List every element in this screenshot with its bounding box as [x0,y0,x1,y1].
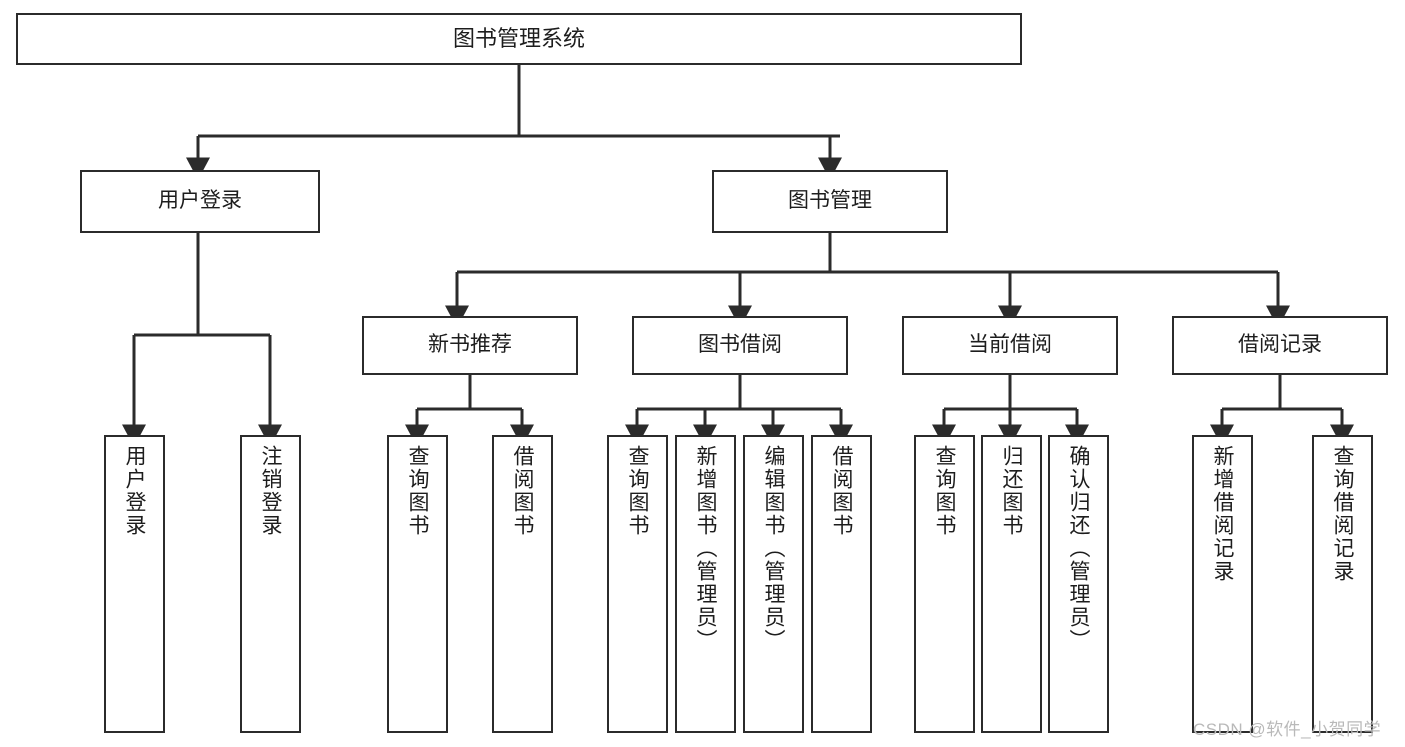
leaf-current-borrow-query-label: 查询图书 [933,445,956,537]
leaf-current-borrow-return[interactable]: 归还图书 [981,435,1042,733]
node-root-system-label: 图书管理系统 [452,26,585,52]
leaf-book-borrow-edit-label: 编辑图书（管理员） [762,445,785,652]
leaf-book-borrow-query-label: 查询图书 [626,445,649,537]
node-book-management-label: 图书管理 [788,189,872,213]
node-book-management[interactable]: 图书管理 [712,170,948,233]
leaf-new-books-query[interactable]: 查询图书 [387,435,448,733]
leaf-borrow-records-query-label: 查询借阅记录 [1331,445,1354,583]
leaf-new-books-query-label: 查询图书 [406,445,429,537]
node-new-books-label: 新书推荐 [428,333,512,357]
leaf-current-borrow-return-label: 归还图书 [1000,445,1023,537]
node-user-login-label: 用户登录 [158,189,242,213]
leaf-user-login-login-label: 用户登录 [123,445,146,537]
node-new-books[interactable]: 新书推荐 [362,316,578,375]
leaf-book-borrow-borrow-label: 借阅图书 [830,445,853,537]
leaf-user-login-login[interactable]: 用户登录 [104,435,165,733]
leaf-borrow-records-query[interactable]: 查询借阅记录 [1312,435,1373,733]
leaf-book-borrow-add-label: 新增图书（管理员） [694,445,717,652]
leaf-current-borrow-confirm-label: 确认归还（管理员） [1067,445,1090,652]
leaf-new-books-borrow[interactable]: 借阅图书 [492,435,553,733]
leaf-book-borrow-edit[interactable]: 编辑图书（管理员） [743,435,804,733]
leaf-borrow-records-add-label: 新增借阅记录 [1211,445,1234,583]
leaf-new-books-borrow-label: 借阅图书 [511,445,534,537]
node-root-system[interactable]: 图书管理系统 [16,13,1022,65]
leaf-current-borrow-query[interactable]: 查询图书 [914,435,975,733]
leaf-book-borrow-borrow[interactable]: 借阅图书 [811,435,872,733]
node-borrow-records[interactable]: 借阅记录 [1172,316,1388,375]
leaf-borrow-records-add[interactable]: 新增借阅记录 [1192,435,1253,733]
leaf-current-borrow-confirm[interactable]: 确认归还（管理员） [1048,435,1109,733]
leaf-book-borrow-query[interactable]: 查询图书 [607,435,668,733]
leaf-book-borrow-add[interactable]: 新增图书（管理员） [675,435,736,733]
node-book-borrow-label: 图书借阅 [698,333,782,357]
watermark: CSDN @软件_小贺同学 [1193,720,1382,739]
node-borrow-records-label: 借阅记录 [1238,333,1322,357]
node-book-borrow[interactable]: 图书借阅 [632,316,848,375]
node-user-login[interactable]: 用户登录 [80,170,320,233]
node-current-borrow[interactable]: 当前借阅 [902,316,1118,375]
leaf-user-login-logout-label: 注销登录 [259,445,282,537]
node-current-borrow-label: 当前借阅 [968,333,1052,357]
leaf-user-login-logout[interactable]: 注销登录 [240,435,301,733]
